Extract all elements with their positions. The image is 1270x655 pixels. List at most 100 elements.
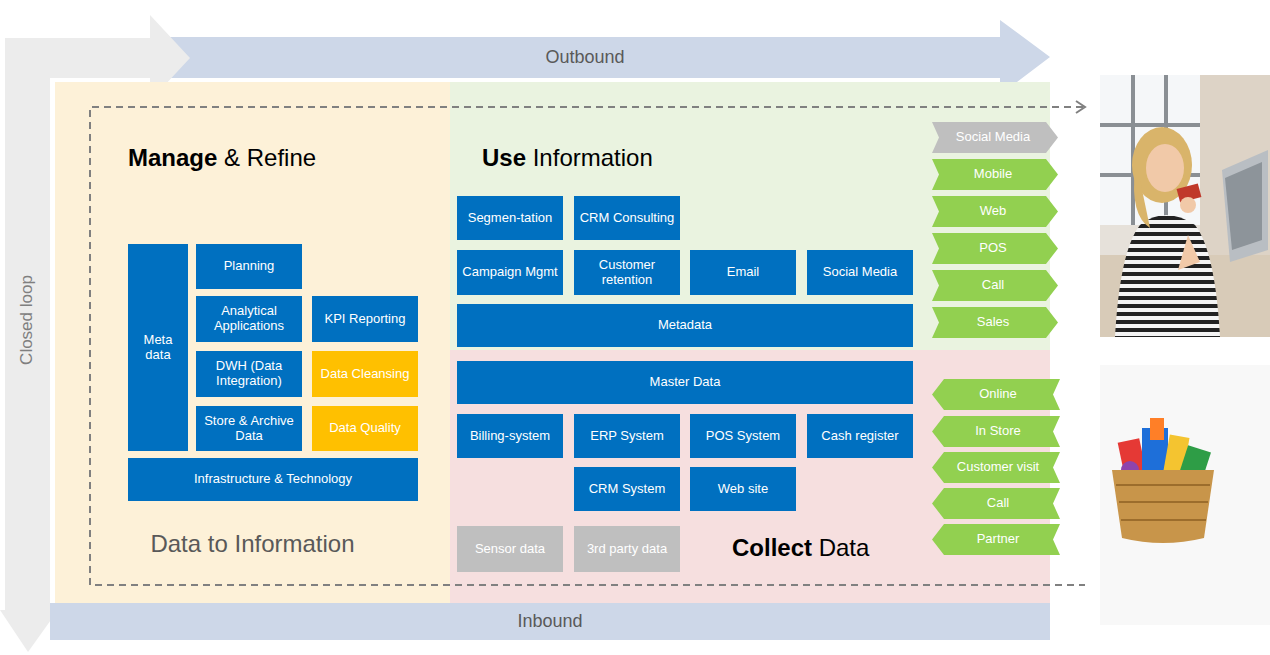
process-box: Data Cleansing [312,351,418,397]
box-label: KPI Reporting [325,312,406,327]
process-box: Data Quality [312,406,418,451]
heading-holder: Collect Data [732,534,922,562]
process-box: DWH (Data Integration) [196,351,302,397]
channel-chevron: Mobile [932,159,1058,190]
channel-chevron: Social Media [932,122,1058,153]
chevron-fill [932,452,1060,483]
process-box: Campaign Mgmt [457,250,563,295]
band-label-holder: Outbound [170,37,1000,78]
chevron-fill [932,307,1058,338]
process-box: Planning [196,244,302,289]
box-label: ERP System [590,429,663,444]
box-label: CRM Consulting [580,211,675,226]
box-label: Cash register [821,429,898,444]
process-box: Social Media [807,250,913,295]
process-box: ERP System [574,414,680,458]
heading-emphasis: Collect [732,534,812,561]
box-label: Web site [718,482,768,497]
channel-chevron: Call [932,270,1058,301]
channel-label: Web [980,204,1007,219]
box-label: Meta data [133,333,183,363]
chevron-fill [932,233,1058,264]
channel-label: Call [982,278,1004,293]
channel-label: Online [979,387,1017,402]
process-box: Email [690,250,796,295]
box-label: Data Quality [329,421,401,436]
chevron-fill [932,379,1060,410]
box-label: Social Media [823,265,897,280]
box-label: Email [727,265,760,280]
process-box: Store & Archive Data [196,406,302,451]
process-box: CRM Consulting [574,196,680,240]
chevron-fill [932,159,1058,190]
box-label: Sensor data [475,542,545,557]
box-label: Billing-system [470,429,550,444]
channel-chevron: Sales [932,307,1058,338]
channel-chevron: Call [932,488,1060,519]
heading-holder: Use Information [482,144,782,172]
box-label: CRM System [589,482,666,497]
process-box: Meta data [128,244,188,451]
process-box: Analytical Applications [196,296,302,342]
chevron-fill [932,416,1060,447]
grocery-basket-photo [1100,365,1270,625]
channel-chevron: Partner [932,524,1060,555]
process-box: CRM System [574,467,680,511]
process-box: POS System [690,414,796,458]
process-box: Infrastructure & Technology [128,458,418,501]
process-box: Customer retention [574,250,680,295]
channel-label: Social Media [956,130,1030,145]
box-label: POS System [706,429,780,444]
box-label: DWH (Data Integration) [201,359,297,389]
heading-holder: Data to Information [75,530,430,558]
chevron-fill [932,524,1060,555]
process-box: Billing-system [457,414,563,458]
heading-emphasis: Manage [128,144,217,171]
band-label: Outbound [545,47,624,68]
panel-heading: Manage & Refine [128,144,316,171]
channel-chevron: Web [932,196,1058,227]
chevron-fill [932,270,1058,301]
box-label: Infrastructure & Technology [194,472,352,487]
channel-chevron: POS [932,233,1058,264]
region-panel: Manage & RefineData to Information Meta d… [55,82,450,603]
box-label: Metadata [658,318,712,333]
loop-label: Closed loop [17,275,37,365]
band-fill [50,603,1050,640]
channel-label: Sales [977,315,1010,330]
panel-heading: Data to Information [150,530,354,557]
channel-chevron: Online [932,379,1060,410]
box-label: Planning [224,259,275,274]
chevron-fill [932,488,1060,519]
panel-heading: Use Information [482,144,653,171]
woman-photo [1100,75,1270,337]
channel-label: Mobile [974,167,1012,182]
heading-holder: Manage & Refine [128,144,428,172]
channel-chevron: Customer visit [932,452,1060,483]
box-label: Store & Archive Data [201,414,297,444]
box-label: Analytical Applications [201,304,297,334]
flow-band: Inbound [50,603,1050,640]
panel-heading: Collect Data [732,534,869,561]
process-box: KPI Reporting [312,296,418,342]
box-label: Campaign Mgmt [462,265,557,280]
box-label: Data Cleansing [321,367,410,382]
channel-label: Partner [977,532,1020,547]
box-label: 3rd party data [587,542,667,557]
box-label: Master Data [650,375,721,390]
channel-label: Customer visit [957,460,1039,475]
chevron-fill [932,122,1058,153]
channel-label: Call [987,496,1009,511]
heading-emphasis: Use [482,144,526,171]
chevron-fill [932,196,1058,227]
process-box: Sensor data [457,526,563,572]
channel-chevron: In Store [932,416,1060,447]
box-label: Segmen-tation [468,211,553,226]
channel-label: POS [979,241,1006,256]
process-box: Cash register [807,414,913,458]
process-box: Metadata [457,304,913,347]
process-box: Web site [690,467,796,511]
process-box: Master Data [457,361,913,404]
box-label: Customer retention [579,258,675,288]
